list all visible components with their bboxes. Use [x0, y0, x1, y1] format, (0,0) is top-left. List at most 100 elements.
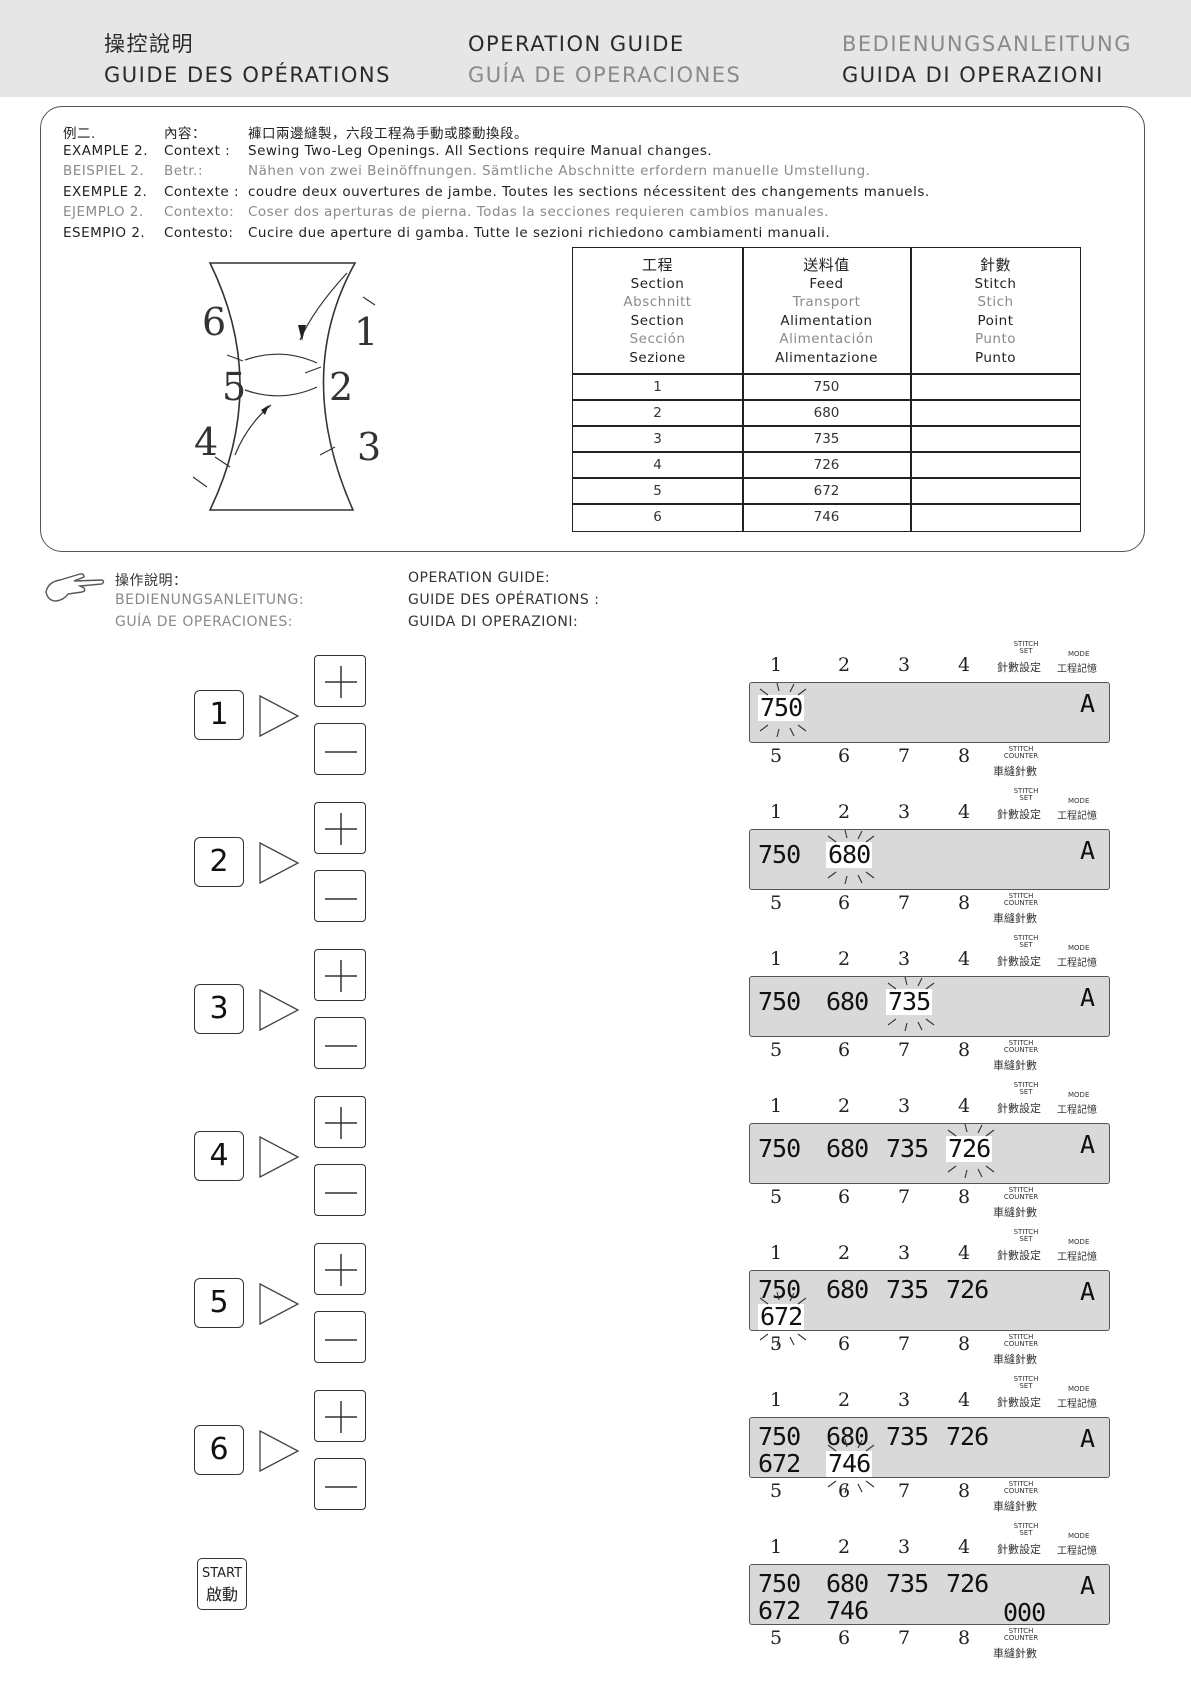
arrow-right-icon: [259, 841, 300, 885]
table-cell: 750: [813, 379, 840, 395]
slot-number: 8: [958, 1627, 971, 1649]
slot-number: 3: [898, 1536, 911, 1558]
table-header-line: Point: [977, 312, 1014, 329]
header-es-title: GUÍA DE OPERACIONES: [468, 63, 742, 87]
table-header-line: Punto: [974, 349, 1017, 366]
minus-button[interactable]: [314, 1311, 366, 1363]
start-label-en: START: [201, 1566, 243, 1581]
stitch-counter-label: STITCH COUNTER: [1003, 1039, 1039, 1054]
stitch-set-zh-label: 針數設定: [997, 1396, 1041, 1409]
plus-button[interactable]: [314, 1390, 366, 1442]
example-text: Cucire due aperture di gamba. Tutte le s…: [248, 225, 831, 241]
blink-indicator-icon: [827, 1438, 875, 1494]
guide-it: GUIDA DI OPERAZIONI:: [408, 614, 579, 630]
section-key-5[interactable]: 5: [194, 1278, 244, 1328]
start-button[interactable]: START 啟動: [197, 1558, 247, 1610]
table-header-line: Stich: [977, 294, 1014, 310]
slot-number: 5: [770, 892, 783, 914]
plus-button[interactable]: [314, 1096, 366, 1148]
plus-icon: [325, 960, 357, 992]
lcd-bottom-value: 672: [758, 1302, 805, 1331]
slot-number: 3: [898, 801, 911, 823]
lcd-bottom-value: 746: [826, 1449, 873, 1478]
slot-number: 6: [838, 745, 851, 767]
lcd-top-value: 726: [946, 1275, 989, 1304]
slot-number: 3: [898, 948, 911, 970]
plus-icon: [325, 1254, 357, 1286]
slot-number: 5: [770, 1186, 783, 1208]
stitch-counter-label: STITCH COUNTER: [1003, 1480, 1039, 1495]
slot-number: 2: [838, 1242, 851, 1264]
arrow-right-icon: [259, 1135, 300, 1179]
mode-zh-label: 工程記憶: [1057, 1399, 1097, 1410]
leg-opening-diagram: [192, 262, 376, 511]
minus-button[interactable]: [314, 1164, 366, 1216]
example-key: Context :: [164, 143, 231, 159]
slot-number: 7: [898, 1039, 911, 1061]
blink-indicator-icon: [887, 976, 935, 1032]
mode-zh-label: 工程記憶: [1057, 1546, 1097, 1557]
slot-number: 8: [958, 1333, 971, 1355]
stitch-set-label: STITCH SET: [1013, 1522, 1039, 1537]
stitch-set-zh-label: 針數設定: [997, 955, 1041, 968]
guide-zh: 操作說明：: [115, 573, 188, 589]
lcd-bottom-value: 746: [826, 1596, 869, 1625]
mode-label: MODE: [1068, 1091, 1090, 1099]
minus-button[interactable]: [314, 1017, 366, 1069]
plus-button[interactable]: [314, 1243, 366, 1295]
stitch-counter-label: STITCH COUNTER: [1003, 1186, 1039, 1201]
table-cell: 1: [653, 379, 662, 395]
slot-number: 5: [770, 1627, 783, 1649]
minus-icon: [325, 898, 357, 900]
slot-number: 2: [838, 1095, 851, 1117]
section-key-1[interactable]: 1: [194, 690, 244, 740]
section-key-6[interactable]: 6: [194, 1425, 244, 1475]
table-cell: 672: [813, 483, 840, 499]
minus-button[interactable]: [314, 723, 366, 775]
slot-number: 5: [770, 745, 783, 767]
section-key-2[interactable]: 2: [194, 837, 244, 887]
minus-icon: [325, 1045, 357, 1047]
lcd-top-value: 735: [886, 1275, 929, 1304]
slot-number: 4: [958, 654, 971, 676]
table-cell: 680: [813, 405, 840, 421]
start-label-zh: 啟動: [205, 1585, 238, 1604]
slot-number: 8: [958, 745, 971, 767]
stitch-counter-label: STITCH COUNTER: [1003, 1333, 1039, 1348]
example-box: [40, 106, 1145, 552]
example-key: 內容：: [164, 126, 206, 142]
example-label: EJEMPLO 2.: [63, 204, 144, 220]
diagram-label-6: 6: [202, 300, 227, 344]
mode-label: MODE: [1068, 1238, 1090, 1246]
plus-button[interactable]: [314, 949, 366, 1001]
guide-es: GUÍA DE OPERACIONES:: [115, 614, 293, 630]
plus-button[interactable]: [314, 655, 366, 707]
stitch-set-zh-label: 針數設定: [997, 1543, 1041, 1556]
plus-button[interactable]: [314, 802, 366, 854]
stitch-counter-label: STITCH COUNTER: [1003, 1627, 1039, 1642]
table-cell: 6: [653, 509, 662, 525]
slot-number: 7: [898, 1186, 911, 1208]
table-header-line: Sección: [629, 331, 686, 347]
mode-zh-label: 工程記憶: [1057, 664, 1097, 675]
table-cell: 2: [653, 405, 662, 421]
minus-button[interactable]: [314, 870, 366, 922]
table-header-line: Section: [630, 312, 685, 329]
section-key-4[interactable]: 4: [194, 1131, 244, 1181]
blink-indicator-icon: [759, 1291, 807, 1347]
lcd-top-value: 750: [758, 1134, 801, 1163]
minus-button[interactable]: [314, 1458, 366, 1510]
slot-number: 6: [838, 892, 851, 914]
stitch-counter-zh-label: 車縫針數: [993, 1647, 1037, 1660]
mode-label: MODE: [1068, 944, 1090, 952]
lcd-top-value: 735: [886, 987, 933, 1016]
lcd-mode-value: A: [1079, 689, 1095, 718]
stitch-set-zh-label: 針數設定: [997, 661, 1041, 674]
table-cell: 4: [653, 457, 662, 473]
section-key-3[interactable]: 3: [194, 984, 244, 1034]
lcd-top-value: 750: [758, 987, 801, 1016]
example-key: Contexte :: [164, 184, 240, 200]
slot-number: 2: [838, 1389, 851, 1411]
